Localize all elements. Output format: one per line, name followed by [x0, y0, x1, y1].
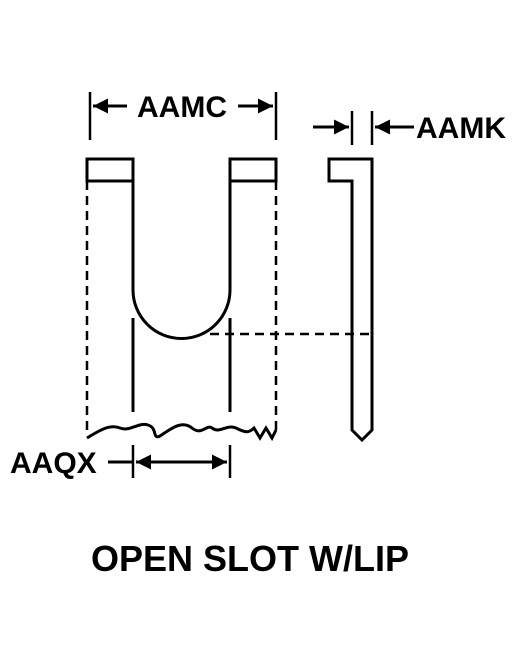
right-lip: [228, 157, 278, 183]
width-label: AAMC: [137, 91, 227, 124]
front-view: [85, 157, 372, 442]
slot-width-dimension: AAQX: [10, 445, 232, 480]
thickness-dimension: AAMK: [313, 112, 506, 145]
diagram-caption: OPEN SLOT W/LIP: [91, 538, 409, 579]
width-dimension: AAMC: [88, 91, 278, 140]
thickness-label: AAMK: [416, 112, 506, 145]
left-lip: [85, 157, 135, 183]
side-profile: [327, 157, 374, 443]
break-line: [86, 422, 278, 442]
slot-width-label: AAQX: [10, 447, 97, 480]
side-view: [327, 111, 374, 443]
slot-outline: [131, 181, 232, 340]
